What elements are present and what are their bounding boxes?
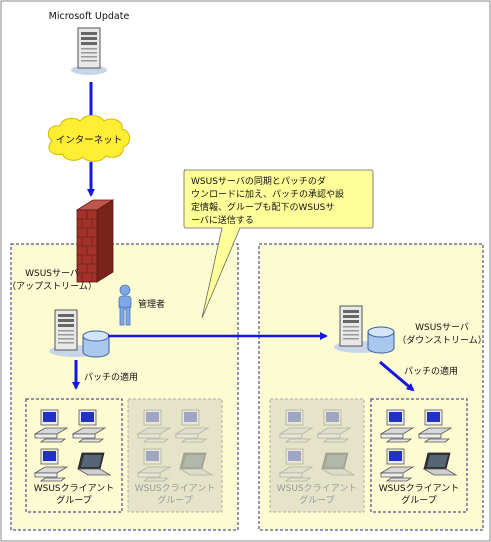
upstream-group-inactive-label-2: グループ — [157, 494, 192, 506]
upstream-group-active-label-2: グループ — [56, 494, 91, 506]
callout-bubble — [183, 169, 374, 319]
callout-text-line-4: ーバに送信する — [191, 214, 254, 226]
downstream-server-role: （ダウンストリーム） — [397, 334, 487, 346]
downstream-database-icon — [367, 326, 395, 354]
callout-text-line-2: ウンロードに加え、パッチの承認や設 — [191, 188, 344, 200]
internet-label: インターネット — [56, 135, 123, 146]
microsoft-update-label: Microsoft Update — [49, 11, 130, 22]
downstream-server-name: WSUSサーバ — [415, 322, 469, 333]
upstream-patch-label: パッチの適用 — [84, 371, 138, 383]
upstream-server-name: WSUSサーバ — [25, 268, 79, 279]
arrow-downstream-patch — [379, 360, 415, 392]
firewall-icon — [75, 199, 115, 283]
downstream-group-inactive-label-2: グループ — [299, 494, 334, 506]
upstream-server-role: （アップストリーム） — [7, 281, 97, 292]
upstream-group-inactive-label-1: WSUSクライアント — [135, 483, 216, 494]
admin-person-icon — [118, 284, 132, 326]
upstream-database-icon — [82, 330, 110, 358]
callout-text-line-3: 定情報、グループも配下のWSUSサ — [191, 201, 334, 213]
downstream-group-inactive-label-1: WSUSクライアント — [277, 483, 358, 494]
downstream-patch-label: パッチの適用 — [404, 365, 458, 377]
internet-cloud-icon — [47, 114, 131, 162]
microsoft-update-server-icon — [71, 27, 107, 75]
downstream-group-active-label-1: WSUSクライアント — [379, 483, 460, 494]
downstream-group-active-label-2: グループ — [401, 494, 436, 506]
upstream-group-active-label-1: WSUSクライアント — [34, 483, 115, 494]
callout-text-line-1: WSUSサーバの同期とパッチのダ — [191, 175, 326, 187]
admin-label: 管理者 — [138, 298, 165, 310]
